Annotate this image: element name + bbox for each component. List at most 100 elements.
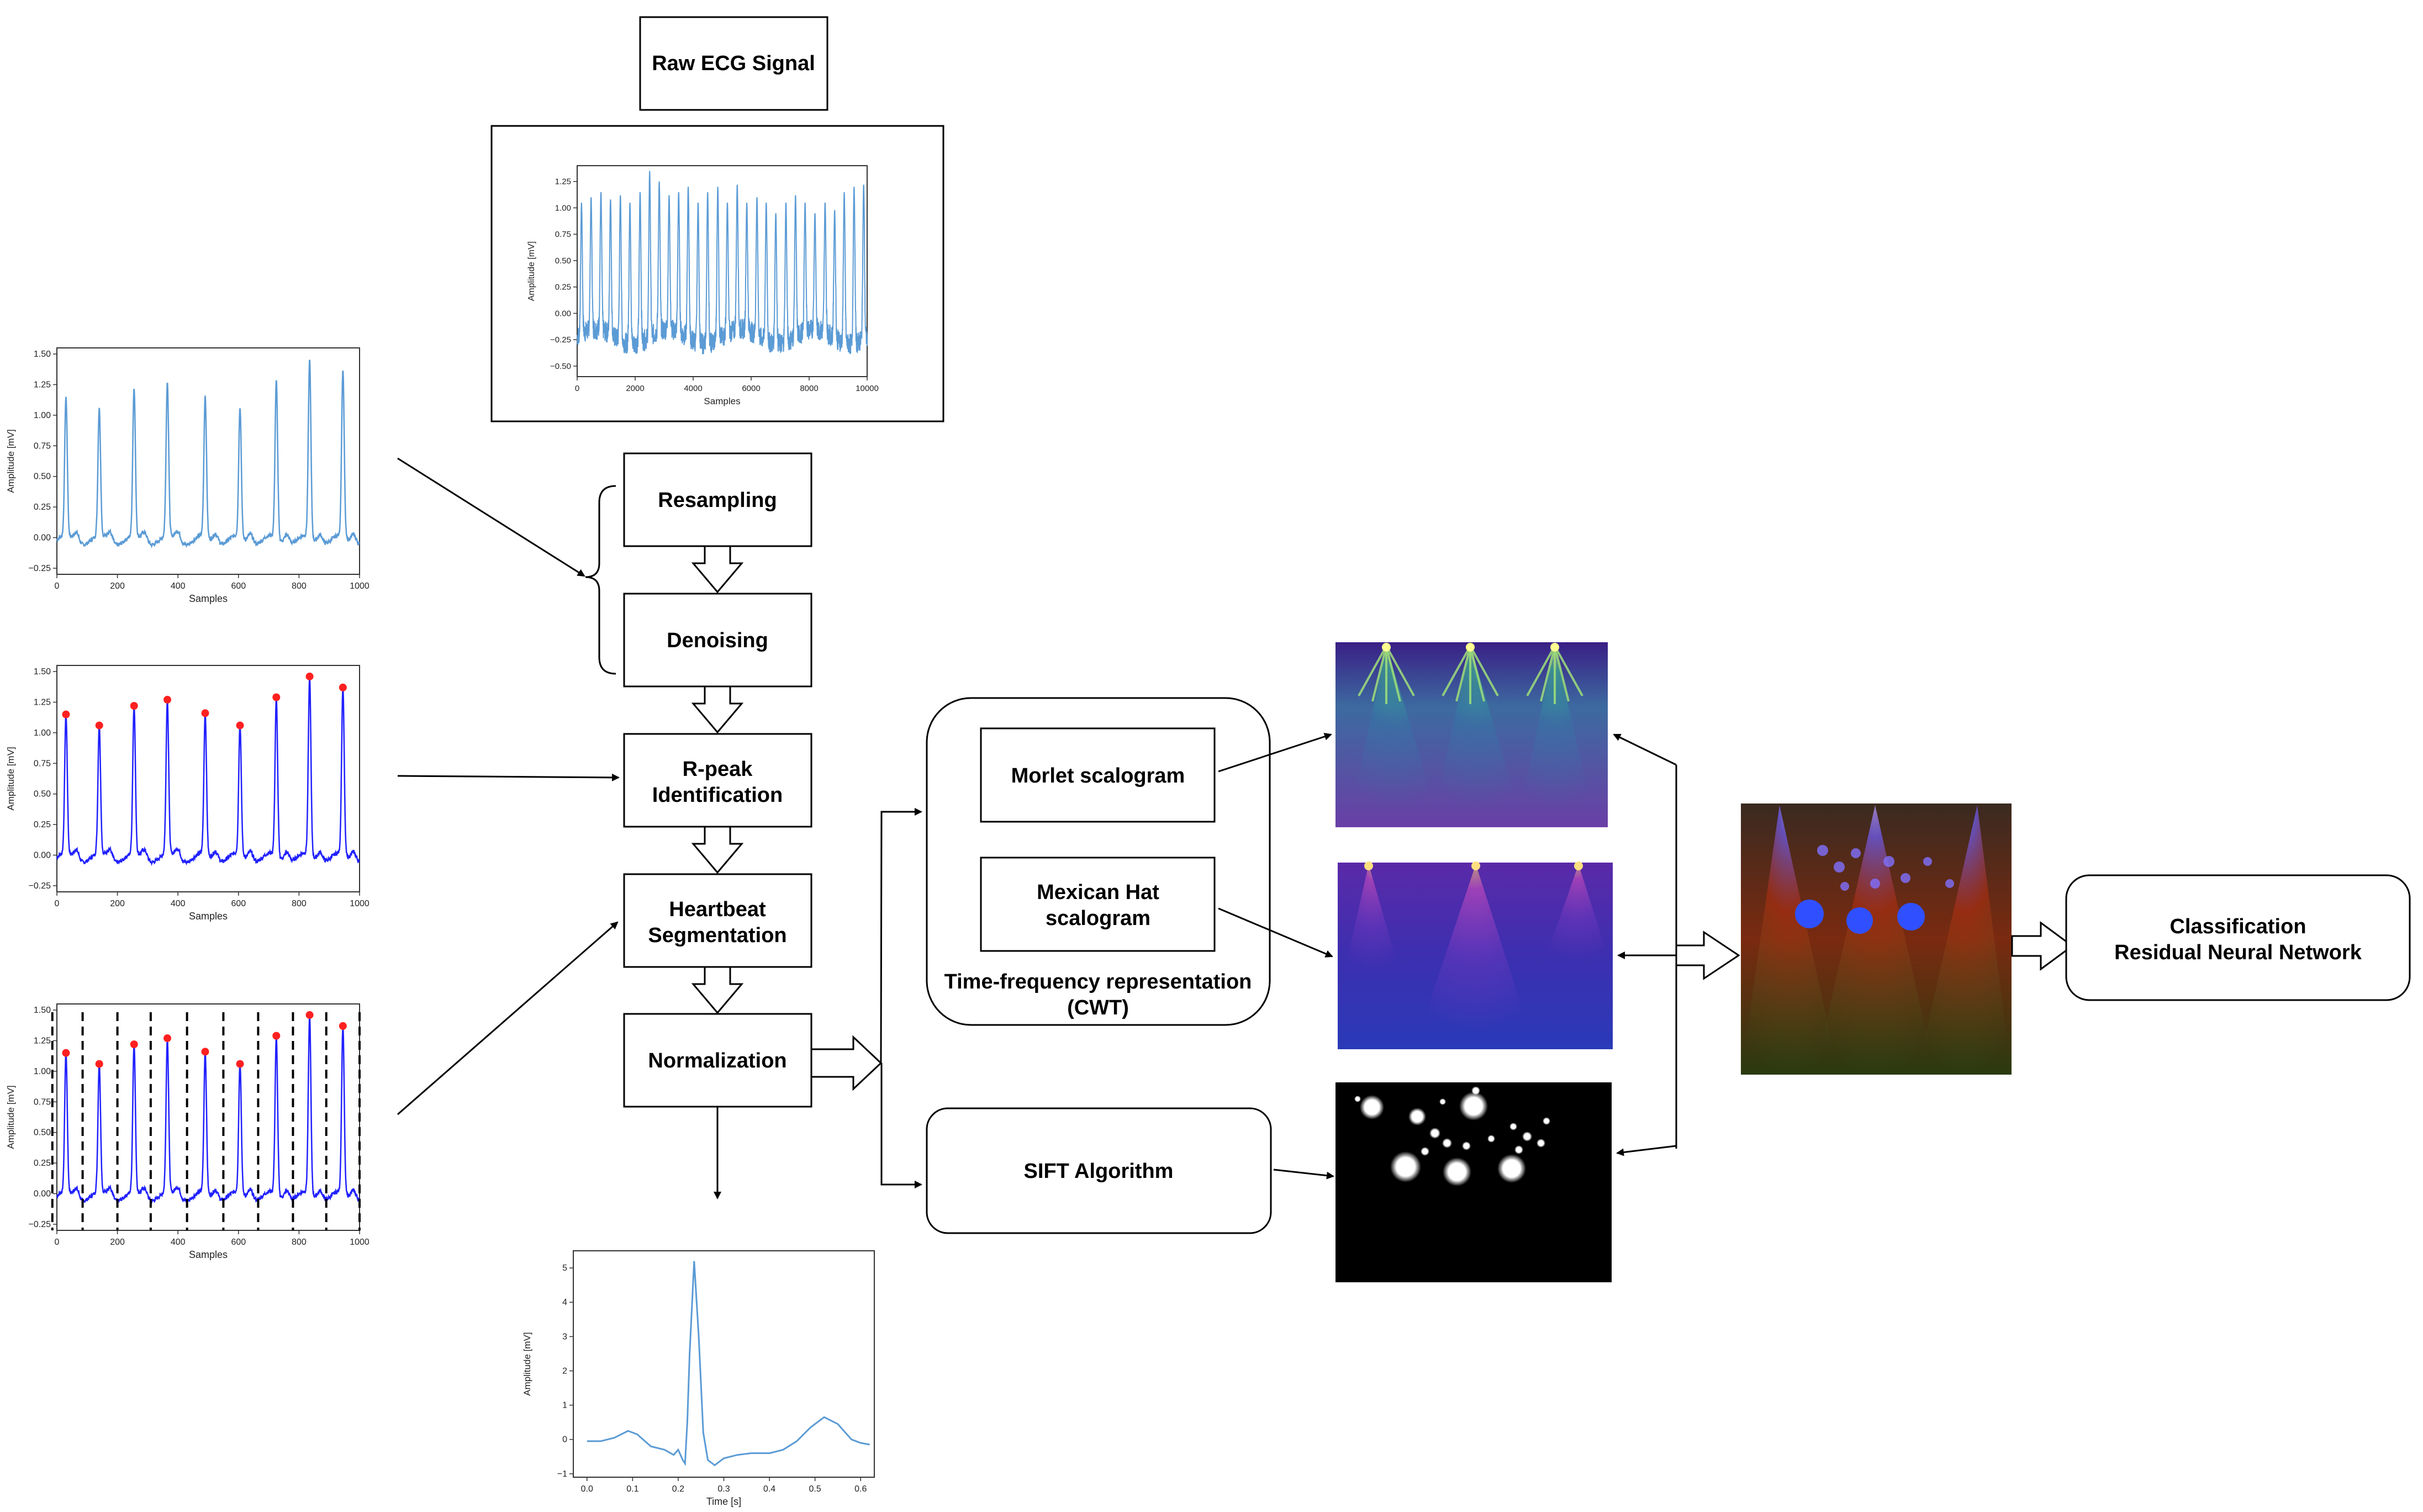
fusion-connectors — [1613, 733, 1677, 1156]
mexican-label-line2: scalogram — [1046, 907, 1150, 930]
y-tick-label: −0.25 — [550, 335, 571, 345]
x-tick-label: 800 — [292, 1238, 307, 1247]
x-tick-label: 0 — [575, 384, 579, 393]
raw-ecg-box: Raw ECG Signal — [639, 16, 828, 111]
x-axis-label: Samples — [189, 911, 228, 922]
ecg-series-line — [56, 677, 360, 866]
y-tick-label: 1.25 — [34, 697, 51, 707]
r-peak-marker — [272, 1032, 281, 1040]
y-axis-label: Amplitude [mV] — [527, 241, 536, 301]
x-tick-label: 8000 — [800, 384, 818, 393]
y-tick-label: 1.25 — [34, 1036, 51, 1045]
y-axis-label: Amplitude [mV] — [6, 747, 16, 810]
y-tick-label: 0.50 — [34, 472, 51, 482]
resampling-box: Resampling — [623, 452, 812, 547]
y-tick-label: 4 — [562, 1298, 567, 1307]
normalization-box: Normalization — [623, 1013, 812, 1108]
denoising-box: Denoising — [623, 593, 812, 688]
heartbeat-series-line — [587, 1261, 870, 1467]
x-tick-label: 0.2 — [672, 1484, 684, 1494]
y-tick-label: 0.50 — [34, 790, 51, 799]
x-tick-label: 200 — [110, 1238, 125, 1247]
raw-ecg-label: Raw ECG Signal — [652, 52, 815, 75]
y-tick-label: −0.25 — [29, 881, 51, 891]
x-tick-label: 6000 — [742, 384, 760, 393]
input-arrows — [397, 457, 721, 1199]
x-tick-label: 0.6 — [854, 1484, 867, 1494]
split-connector — [880, 808, 922, 1188]
y-axis-label: Amplitude [mV] — [522, 1332, 532, 1395]
image-arrows — [1218, 733, 1334, 1180]
y-tick-label: 0.75 — [555, 230, 571, 239]
y-axis-label: Amplitude [mV] — [6, 1085, 16, 1149]
ecg-series-line — [56, 360, 360, 549]
y-tick-label: 1.50 — [34, 1006, 51, 1015]
x-tick-label: 600 — [231, 899, 246, 908]
y-tick-label: −1 — [557, 1469, 567, 1479]
morlet-box: Morlet scalogram — [980, 727, 1216, 823]
x-axis-label: Samples — [189, 1249, 228, 1260]
ecg-series-line — [577, 171, 868, 355]
x-tick-label: 0.4 — [763, 1484, 775, 1494]
fused-representation-image — [1741, 803, 2012, 1075]
segmentation-box: Heartbeat Segmentation — [623, 873, 812, 968]
r-peak-marker — [62, 1049, 70, 1057]
rpeak-box: R-peak Identification — [623, 733, 812, 828]
x-tick-label: 400 — [171, 899, 186, 908]
y-tick-label: 1.50 — [34, 350, 51, 359]
y-tick-label: 5 — [562, 1263, 567, 1273]
classification-box: Classification Residual Neural Network — [2065, 874, 2411, 1001]
normalization-label: Normalization — [648, 1049, 786, 1072]
y-tick-label: 1.00 — [555, 203, 571, 213]
r-peak-marker — [305, 672, 314, 680]
x-tick-label: 800 — [292, 581, 307, 591]
r-peak-marker — [62, 710, 70, 718]
y-tick-label: −0.25 — [29, 1220, 51, 1229]
x-tick-label: 4000 — [684, 384, 702, 393]
morlet-label: Morlet scalogram — [1011, 764, 1185, 787]
r-peak-marker — [130, 702, 138, 710]
y-tick-label: 1.00 — [34, 411, 51, 420]
classification-label-line2: Residual Neural Network — [2114, 941, 2362, 964]
x-tick-label: 800 — [292, 899, 307, 908]
y-tick-label: 1.25 — [34, 380, 51, 389]
y-tick-label: 0.50 — [34, 1128, 51, 1138]
denoising-label: Denoising — [667, 629, 768, 652]
sift-keypoints-image — [1335, 1082, 1612, 1282]
y-tick-label: 0.75 — [34, 1097, 51, 1107]
y-tick-label: 0 — [562, 1435, 567, 1445]
r-peak-marker — [339, 1022, 347, 1030]
y-tick-label: 2 — [562, 1366, 567, 1376]
r-peak-marker — [95, 1060, 103, 1068]
y-tick-label: 0.00 — [555, 309, 571, 318]
r-peak-marker — [236, 721, 244, 729]
resampling-label: Resampling — [658, 489, 777, 512]
x-tick-label: 1000 — [350, 899, 369, 908]
y-axis-label: Amplitude [mV] — [6, 429, 16, 493]
y-tick-label: −0.25 — [29, 564, 51, 573]
x-tick-label: 0.3 — [717, 1484, 730, 1494]
y-tick-label: 0.50 — [555, 256, 571, 266]
y-tick-label: 0.25 — [34, 503, 51, 512]
y-tick-label: −0.50 — [550, 362, 571, 371]
fusion-in-arrow — [1675, 931, 1740, 980]
x-tick-label: 0 — [55, 1238, 60, 1247]
mexican-hat-scalogram-image — [1338, 861, 1613, 1049]
x-axis-label: Time [s] — [706, 1496, 741, 1507]
r-peak-marker — [163, 696, 172, 704]
y-tick-label: 0.75 — [34, 759, 51, 768]
plot-frame — [573, 1250, 875, 1478]
y-tick-label: 1.25 — [555, 177, 571, 187]
rpeak-label-line2: Identification — [652, 784, 783, 807]
x-tick-label: 0 — [55, 581, 60, 591]
x-tick-label: 0.1 — [626, 1484, 638, 1494]
r-peak-marker — [163, 1034, 172, 1043]
x-tick-label: 2000 — [626, 384, 644, 393]
x-tick-label: 200 — [110, 581, 125, 591]
y-tick-label: 1 — [562, 1401, 567, 1410]
raw-plot-frame — [490, 125, 944, 422]
x-tick-label: 400 — [171, 1238, 186, 1247]
